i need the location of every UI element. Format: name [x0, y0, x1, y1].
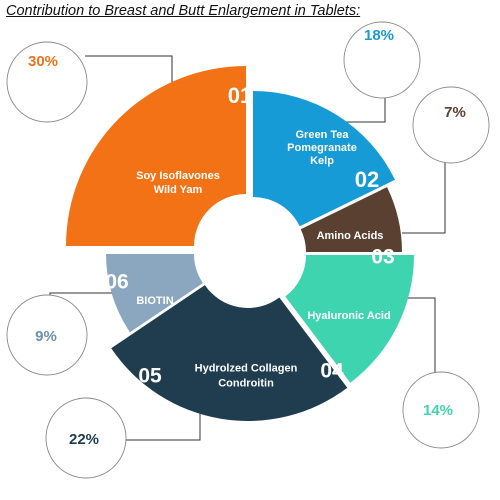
percent-label-05: 22%	[69, 431, 99, 448]
slice-03	[300, 187, 402, 252]
callout-layer: 30% 18% 7% 14% 22% 9%	[6, 21, 490, 479]
donut-hole	[198, 200, 302, 304]
segment-label-line: Pomegranate	[287, 142, 357, 154]
percent-label-04: 14%	[423, 402, 453, 419]
slice-02	[253, 91, 396, 227]
segment-label-line: Soy Isoflavones	[136, 170, 220, 182]
callout-circle-02	[343, 21, 421, 99]
segment-number-02: 02	[355, 167, 379, 192]
slice-01	[66, 66, 246, 246]
percent-label-01: 30%	[28, 53, 58, 70]
callout-circle-04	[402, 371, 480, 449]
segment-number-03: 03	[371, 246, 394, 269]
segment-label-line: Hydrolzed Collagen	[195, 362, 298, 374]
segment-number-06: 06	[105, 271, 128, 294]
percent-label-06: 9%	[35, 328, 57, 345]
slice-04	[285, 255, 414, 383]
segment-label-line: Condroitin	[218, 377, 274, 389]
segment-label-04: Hyaluronic Acid	[307, 310, 390, 322]
slice-06	[106, 254, 203, 333]
percent-label-02: 18%	[364, 27, 394, 44]
segment-layer	[66, 66, 414, 421]
slice-05	[111, 285, 348, 421]
segment-number-05: 05	[138, 365, 162, 388]
callout-line-02	[330, 98, 386, 123]
segment-label-06: BIOTIN	[136, 295, 173, 307]
segment-label-line: BIOTIN	[136, 295, 173, 307]
segment-label-line: Hyaluronic Acid	[307, 310, 390, 322]
segment-number-01: 01	[228, 83, 252, 108]
callout-circle-03	[412, 86, 490, 164]
callout-line-03	[402, 160, 446, 234]
callout-circle-06	[6, 294, 88, 376]
segment-label-line: Amino Acids	[317, 230, 384, 242]
segment-label-03: Amino Acids	[317, 230, 384, 242]
callout-circle-01	[6, 41, 88, 123]
segment-label-line: Kelp	[310, 155, 334, 167]
chart-title: Contribution to Breast and Butt Enlargem…	[6, 3, 361, 19]
callout-circle-05	[45, 397, 127, 479]
segment-label-line: Green Tea	[296, 129, 350, 141]
segment-number-04: 04	[320, 360, 344, 383]
segment-label-line: Wild Yam	[154, 184, 203, 196]
percent-label-03: 7%	[444, 104, 466, 121]
